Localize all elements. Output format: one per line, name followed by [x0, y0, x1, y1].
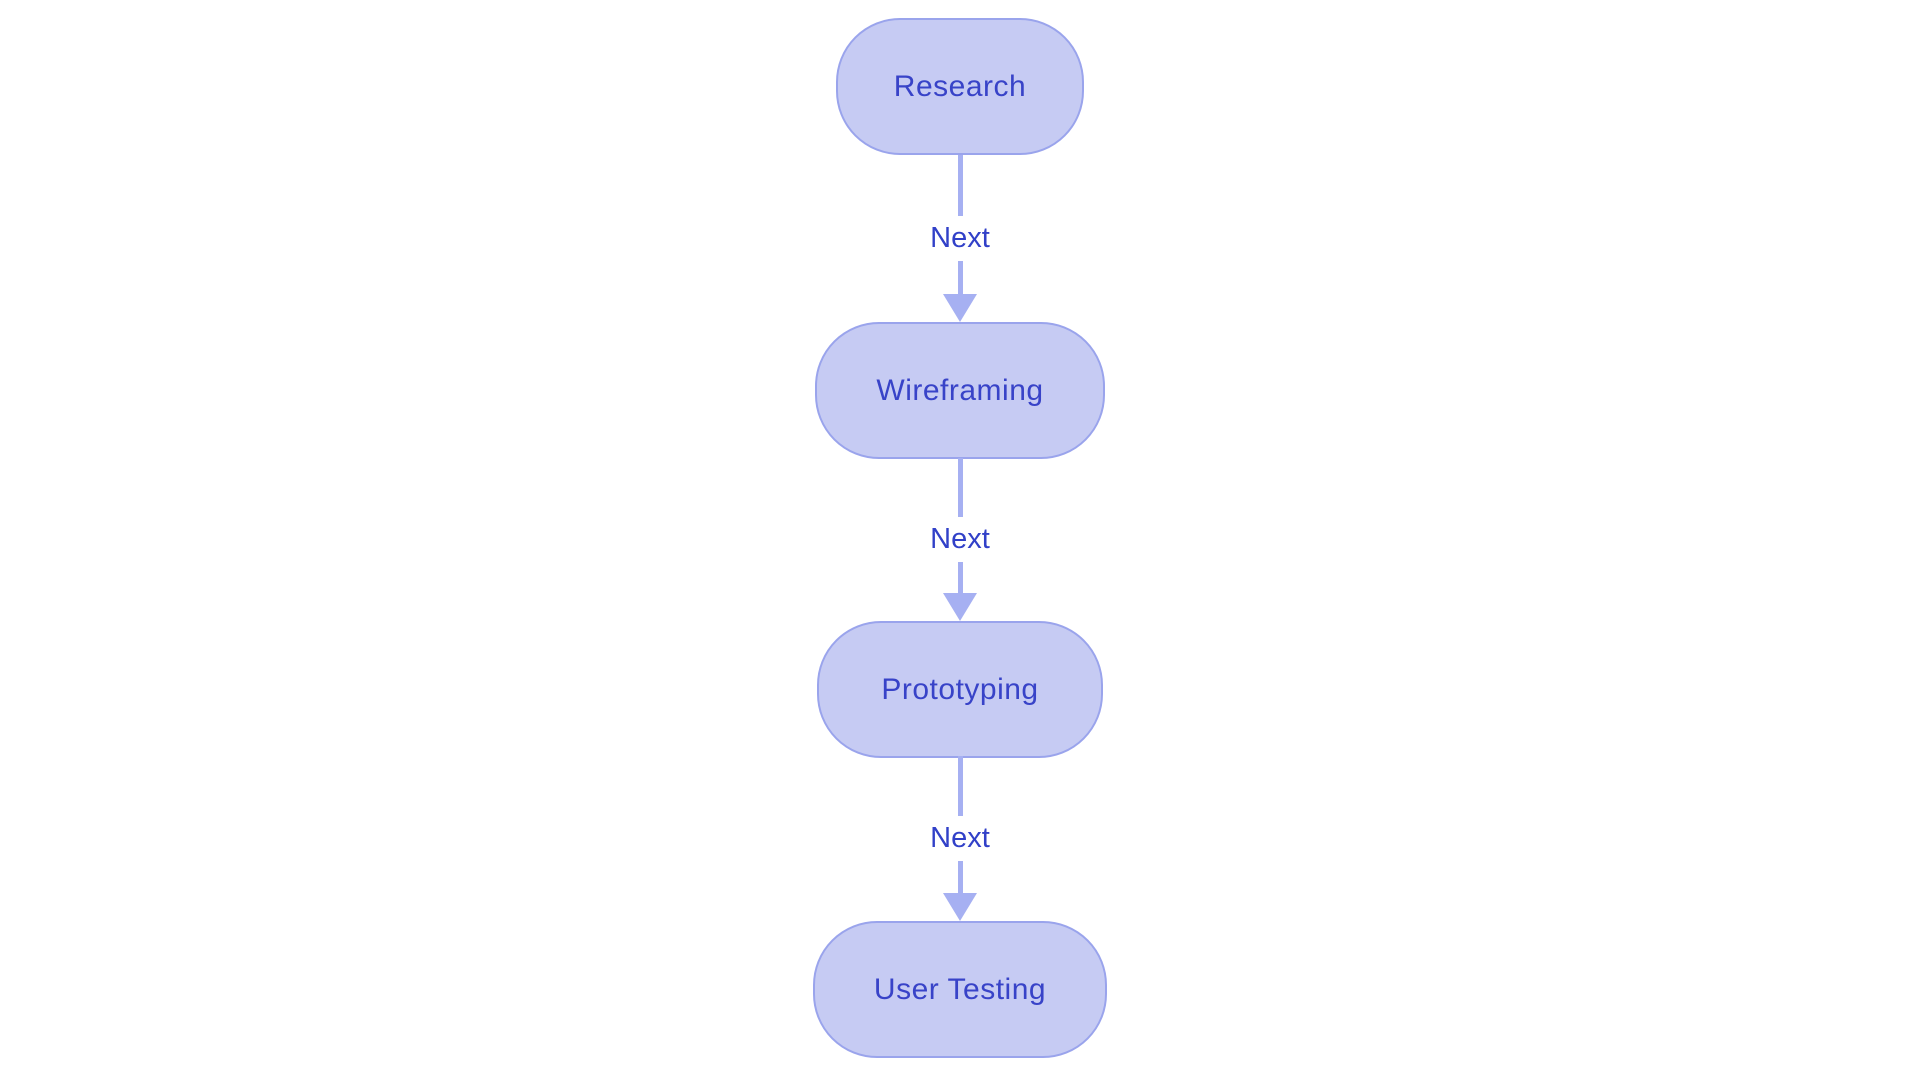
edge-label: Next — [920, 517, 1000, 562]
node-wireframing: Wireframing — [815, 322, 1105, 459]
arrowhead-down-icon — [943, 294, 977, 322]
arrowhead-down-icon — [943, 593, 977, 621]
node-prototyping: Prototyping — [817, 621, 1103, 758]
edge-label: Next — [920, 216, 1000, 261]
node-wireframing-label: Wireframing — [876, 373, 1044, 407]
node-prototyping-label: Prototyping — [881, 672, 1039, 706]
arrowhead-down-icon — [943, 893, 977, 921]
node-research: Research — [836, 18, 1084, 155]
edge-label: Next — [920, 816, 1000, 861]
node-user-testing-label: User Testing — [873, 972, 1047, 1006]
node-user-testing: User Testing — [813, 921, 1107, 1058]
node-research-label: Research — [893, 69, 1027, 103]
